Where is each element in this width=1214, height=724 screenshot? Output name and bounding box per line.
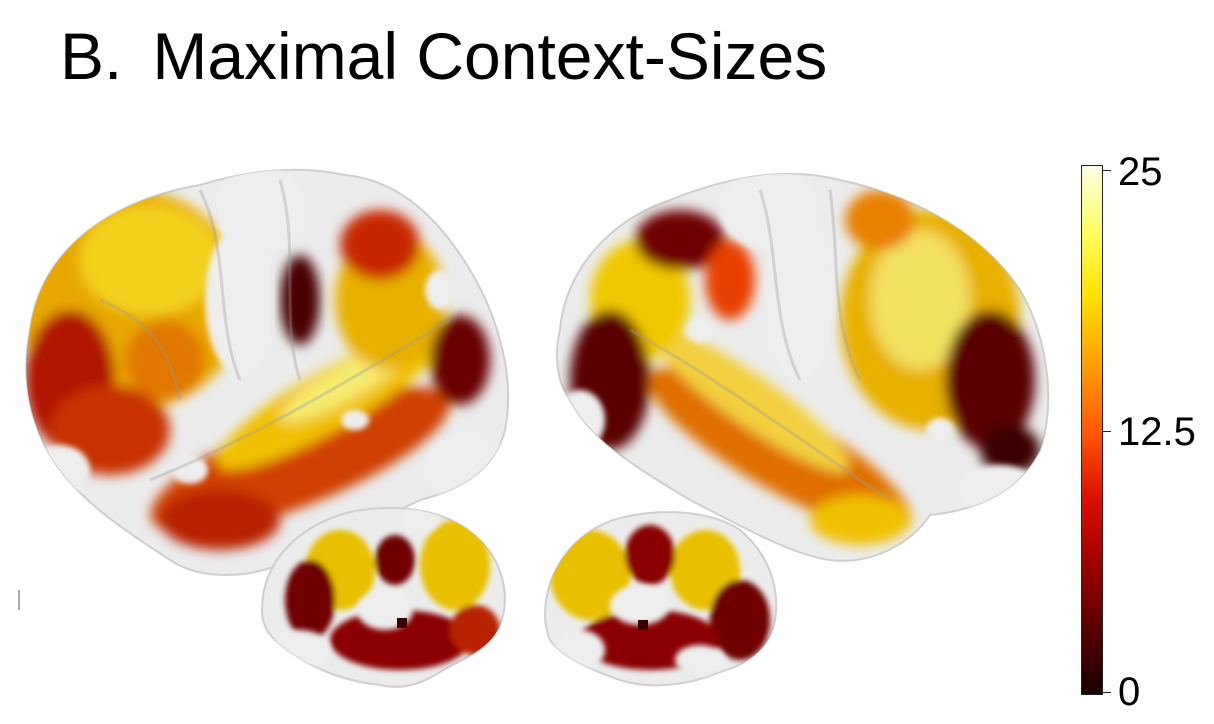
right-medial-hemisphere [543,511,778,687]
colorbar-tick-max [1103,170,1111,171]
colorbar-tick-mid [1103,431,1111,432]
title-text: Maximal Context-Sizes [152,19,828,93]
panel-letter: B. [60,19,123,93]
colorbar [1081,165,1103,695]
figure-title: B. Maximal Context-Sizes [60,18,827,94]
colorbar-tick-min [1103,692,1111,693]
colorbar-min-label: 0 [1118,670,1141,714]
colorbar-mid-label: 12.5 [1118,410,1196,454]
left-lateral-hemisphere [25,168,510,576]
right-lateral-hemisphere [556,172,1050,562]
colorbar-max-label: 25 [1118,150,1163,194]
left-medial-hemisphere [260,506,506,688]
